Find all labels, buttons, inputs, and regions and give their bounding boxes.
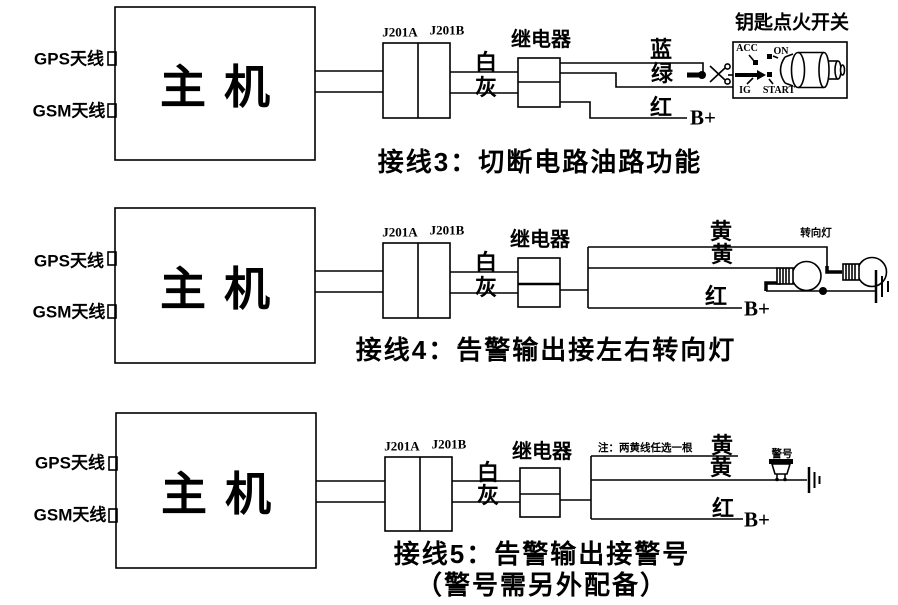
turn-lamp-icon (776, 260, 822, 292)
connector-a-label: J201A (382, 224, 418, 240)
ground-icon (874, 270, 889, 303)
yellow-wire-1-label: 黄 (709, 219, 733, 244)
connector-box (382, 242, 451, 319)
yellow-wire-2-label: 黄 (710, 242, 734, 267)
gsm-connector (107, 304, 117, 319)
gps-connector (107, 51, 117, 66)
host-label: 主机 (161, 467, 289, 520)
host-box (114, 6, 316, 161)
host-label: 主机 (160, 262, 288, 315)
battery-label: B+ (690, 105, 716, 130)
green-wire-label: 绿 (650, 61, 674, 86)
siren-icon (769, 459, 793, 482)
red-wire-label: 红 (711, 496, 735, 521)
gps-connector (107, 251, 117, 266)
diagram4-linework (107, 207, 889, 364)
gray-wire-label: 灰 (476, 483, 500, 508)
red-wire-label: 红 (704, 284, 728, 309)
relay-box (517, 257, 561, 308)
start-position-label: START (762, 85, 796, 96)
junction-dot (819, 287, 827, 295)
turn-lamp-label: 转向灯 (800, 226, 832, 239)
connector-b-label: J201B (429, 222, 465, 238)
white-wire-label: 白 (474, 50, 498, 75)
ignition-switch-title: 钥匙点火开关 (734, 12, 850, 34)
diagram4-title: 接线4：告警输出接左右转向灯 (355, 335, 737, 365)
relay-label: 继电器 (511, 29, 571, 51)
battery-label: B+ (744, 296, 770, 321)
ig-position-label: IG (739, 85, 751, 96)
lamp1-lead (764, 281, 781, 291)
ground-icon (807, 467, 821, 493)
gray-wire-label: 灰 (474, 275, 498, 300)
diagram5-subtitle: （警号需另外配备） (415, 570, 669, 600)
connector-box (382, 42, 451, 119)
host-label-wrap: 主机 (115, 7, 315, 160)
gray-wire-label: 灰 (474, 75, 498, 100)
gsm-antenna-label: GSM天线 (32, 101, 106, 121)
connector-b-label: J201B (431, 436, 467, 452)
blue-wire-label: 蓝 (649, 37, 673, 62)
white-wire-label: 白 (474, 250, 498, 275)
turn-lamp-icon (842, 256, 888, 288)
junction-dot (698, 71, 706, 79)
gsm-antenna-label: GSM天线 (32, 302, 106, 322)
gps-connector (108, 456, 118, 471)
diagram5-linework (108, 412, 821, 569)
connector-box (384, 456, 453, 532)
gps-antenna-label: GPS天线 (34, 251, 104, 271)
white-wire-label: 白 (476, 460, 500, 485)
gps-antenna-label: GPS天线 (34, 49, 104, 69)
diagram3-title: 接线3：切断电路油路功能 (377, 147, 703, 177)
host-label: 主机 (160, 60, 288, 113)
relay-label: 继电器 (512, 441, 572, 463)
connector-a-label: J201A (384, 438, 420, 454)
host-label-wrap: 主机 (116, 413, 316, 568)
connector-a-label: J201A (382, 24, 418, 40)
red-wire (560, 101, 687, 119)
gsm-connector (107, 103, 117, 118)
diagram3-linework (107, 6, 848, 161)
gsm-antenna-label: GSM天线 (33, 505, 107, 525)
ignition-switch-box (732, 41, 848, 99)
siren-label: 警号 (771, 447, 793, 460)
lamp2-lead (825, 266, 842, 274)
yellow-wire-2-label: 黄 (709, 455, 733, 480)
connector-b-label: J201B (429, 22, 465, 38)
diagram5-title: 接线5：告警输出接警号 (393, 539, 691, 569)
battery-label: B+ (744, 507, 770, 532)
arrow-icon (757, 70, 766, 80)
gps-antenna-label: GPS天线 (35, 453, 105, 473)
host-box (115, 412, 317, 569)
key-cylinder-icon (779, 51, 846, 89)
host-label-wrap: 主机 (115, 208, 315, 363)
host-box (114, 207, 316, 364)
yellow-wire-1-label: 黄 (710, 433, 734, 458)
green-wire (560, 72, 733, 88)
relay-box (519, 467, 561, 518)
switch-contacts (735, 54, 779, 85)
scissors-icon (709, 63, 731, 85)
relay-label: 继电器 (510, 229, 570, 251)
yellow-wire-note: 注：两黄线任选一根 (598, 441, 693, 454)
on-position-label: ON (773, 46, 789, 57)
red-wire-label: 红 (649, 95, 673, 120)
acc-position-label: ACC (736, 43, 758, 54)
gsm-connector (108, 508, 118, 523)
blue-wire (560, 62, 704, 72)
yellow-wire-1 (588, 246, 828, 266)
